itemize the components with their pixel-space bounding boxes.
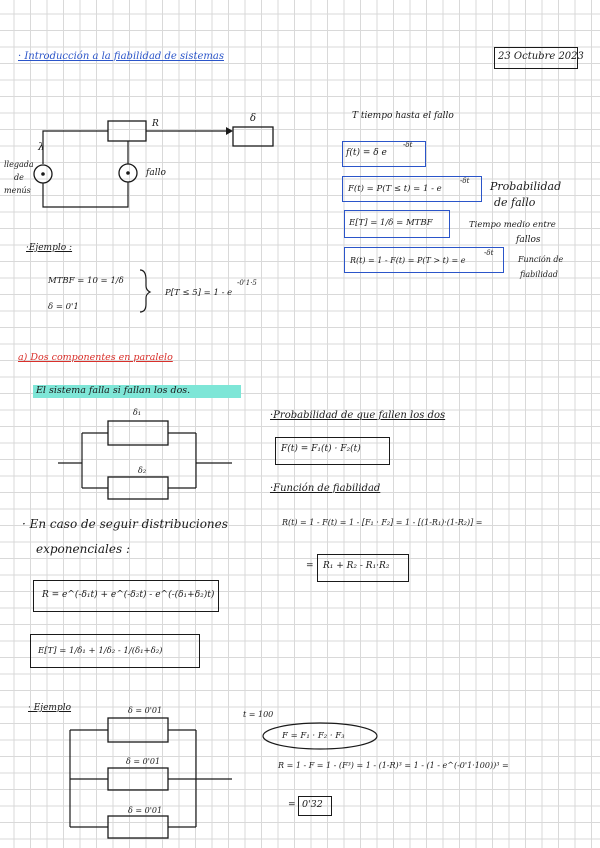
mtbf-formula: E[T] = 1/δ = MTBF	[349, 218, 433, 228]
example1-prob-exp: -0'1·5	[237, 279, 257, 287]
label-r: R	[152, 119, 159, 129]
time-label: T tiempo hasta el fallo	[352, 111, 454, 121]
exp-reliab-box	[33, 580, 219, 612]
component-2-label: δ₂	[138, 466, 147, 475]
component-c-box	[107, 815, 169, 839]
exp-reliab-formula: R = e^(-δ₁t) + e^(-δ₂t) - e^(-(δ₁+δ₂)t)	[42, 590, 215, 600]
page-title: · Introducción a la fiabilidad de sistem…	[18, 51, 224, 62]
density-formula: f(t) = δ e	[346, 148, 387, 158]
output-box	[232, 126, 274, 147]
reliability-box	[344, 247, 504, 273]
reliability-exp: -δt	[484, 249, 494, 257]
reliability-label-2: fiabilidad	[520, 270, 558, 279]
reliab-result-box	[317, 554, 409, 582]
density-box	[342, 141, 426, 167]
expected-time-formula: E[T] = 1/δ₁ + 1/δ₂ - 1/(δ₁+δ₂)	[38, 646, 163, 656]
component-b-box	[107, 767, 169, 791]
expected-time-box	[30, 634, 200, 668]
mean-time-label-1: Tiempo medio entre	[469, 220, 556, 230]
result-oval	[262, 722, 378, 750]
reliability-formula: R(t) = 1 - F(t) = P(T > t) = e	[350, 256, 466, 265]
arrival-label-3: menús	[4, 186, 31, 195]
cdf-exp: -δt	[460, 177, 470, 185]
final-result-box	[298, 796, 332, 816]
example1-mtbf: MTBF = 10 = 1/δ	[48, 276, 124, 286]
label-delta: δ	[250, 113, 257, 124]
component-1-label: δ₁	[133, 408, 142, 417]
comp-a-label: δ = 0'01	[128, 706, 163, 715]
comp-b-label: δ = 0'01	[126, 757, 161, 766]
prob-heading: ·Probabilidad de que fallen los dos	[270, 410, 446, 421]
reliability-chain: R = 1 - F = 1 - (F³) = 1 - (1-R)³ = 1 - …	[278, 761, 509, 770]
component-2-box	[107, 476, 169, 500]
highlight-text: El sistema falla si fallan los dos.	[36, 385, 191, 396]
component-1-box	[107, 420, 169, 446]
bullet-line-2: exponenciales :	[36, 542, 131, 556]
component-a-box	[107, 717, 169, 743]
mtbf-box	[344, 210, 450, 238]
cdf-box	[342, 176, 482, 202]
cdf-formula: F(t) = P(T ≤ t) = 1 - e	[348, 184, 442, 194]
density-exp: -δt	[403, 141, 413, 149]
date-box	[494, 47, 578, 69]
comp-c-label: δ = 0'01	[128, 806, 163, 815]
example1-heading: ·Ejemplo :	[26, 243, 73, 253]
reliab-expansion: R(t) = 1 - F(t) = 1 - [F₁ · F₂] = 1 - [(…	[282, 518, 483, 527]
time-value: t = 100	[243, 710, 274, 719]
reliab-heading: ·Función de fiabilidad	[270, 483, 381, 494]
highlight-marker	[33, 385, 241, 398]
arrow-head-icon	[226, 127, 233, 135]
example2-heading: · Ejemplo	[28, 703, 72, 713]
fail-label: fallo	[146, 168, 166, 178]
mean-time-label-2: fallos	[516, 235, 541, 245]
date-text: 23 Octubre 2023	[498, 51, 584, 62]
server-box	[107, 120, 147, 142]
reliab-result: R₁ + R₂ - R₁·R₂	[323, 561, 390, 571]
reliability-label-1: Función de	[518, 255, 564, 264]
feedback-line	[42, 130, 108, 164]
prob-fail-label-1: Probabilidad	[490, 180, 562, 193]
product-box	[275, 437, 390, 465]
arrival-label-2: de	[14, 173, 24, 182]
bullet-line-1: · En caso de seguir distribuciones	[22, 517, 228, 531]
example1-prob: P[T ≤ 5] = 1 - e	[165, 288, 233, 298]
final-result: 0'32	[302, 799, 323, 810]
product-formula: F(t) = F₁(t) · F₂(t)	[281, 444, 361, 454]
label-lambda: λ	[38, 142, 45, 153]
arrival-label-1: llegada	[4, 160, 34, 169]
example1-delta: δ = 0'1	[48, 302, 79, 312]
section-a-heading: a) Dos componentes en paralelo	[18, 352, 173, 363]
brace-icon	[139, 269, 152, 313]
failure-product: F = F₁ · F₂ · F₃	[282, 731, 345, 741]
prob-fail-label-2: de fallo	[494, 196, 536, 209]
